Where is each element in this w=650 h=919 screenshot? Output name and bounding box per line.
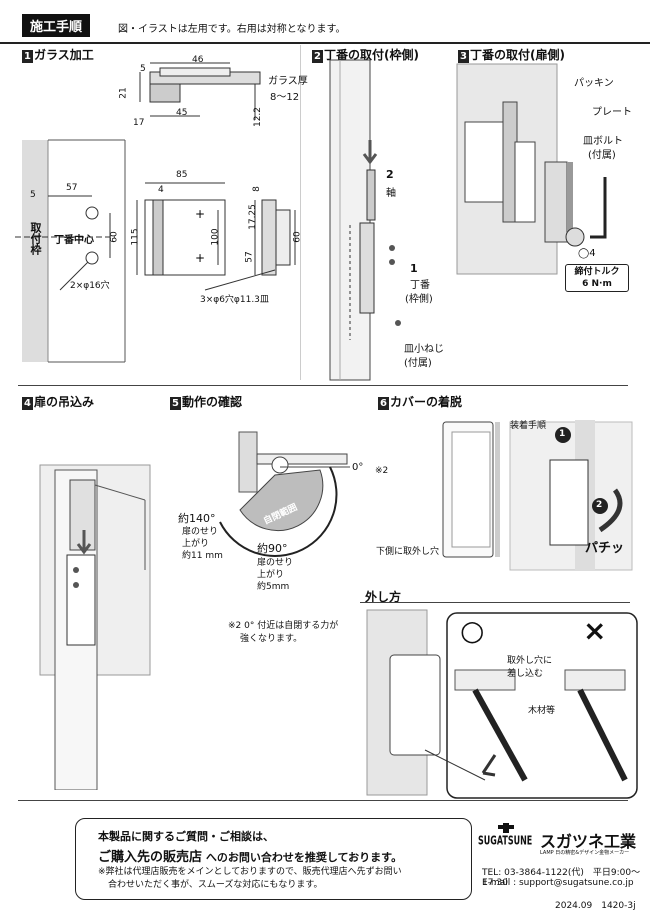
dim-12-2: 12.2 xyxy=(253,106,264,128)
hinge-label: 丁番 xyxy=(410,280,430,291)
footer-line4: 合わせいただく事が、スムーズな対応にもなります。 xyxy=(108,880,323,890)
hinge-step: 1 xyxy=(410,262,418,275)
hole-label: 2×φ16穴 xyxy=(70,281,110,291)
bolt-label: 皿ボルト xyxy=(583,136,623,147)
rise90-c: 約5mm xyxy=(257,582,290,592)
brand-logo xyxy=(484,823,528,849)
footer-line3: ※弊社は代理店販売をメインとしておりますので、販売代理店へ先ずお問い xyxy=(98,867,402,877)
contact-email: E-mail : support@sugatsune.co.jp xyxy=(482,878,634,888)
svg-text:+: + xyxy=(195,251,205,265)
footer-line2: ご購入先の販売店 へのお問い合わせを推奨しております。 xyxy=(98,846,402,865)
deg90: 約90° xyxy=(257,542,288,555)
door-side-drawing xyxy=(456,63,607,275)
company-name: スガツネ工業 xyxy=(540,832,637,851)
frame-side-drawing xyxy=(329,59,401,381)
glass-thickness-value: 8〜12 xyxy=(270,92,300,103)
footer-box xyxy=(75,818,472,900)
rise90-b: 上がり xyxy=(257,570,285,580)
removal-drawing xyxy=(366,609,638,799)
rise90-a: 扉のせり xyxy=(257,558,294,568)
install-label: 装着手順 xyxy=(510,421,547,431)
screw-label: 皿小ねじ xyxy=(404,344,444,355)
install-step-1: 1 xyxy=(559,429,566,439)
insert-a: 取外し穴に xyxy=(507,656,553,666)
zero-deg: 0° xyxy=(352,462,364,473)
section-divider xyxy=(18,385,628,386)
header-note: 図・イラストは左用です。右用は対称となります。 xyxy=(118,24,346,35)
note-ref: ※2 xyxy=(375,466,389,476)
page-title: 施工手順 xyxy=(22,14,91,37)
click-label: パチッ xyxy=(585,541,625,556)
header-bar xyxy=(0,0,650,44)
rise140-c: 約11 mm xyxy=(182,551,223,561)
hanging-drawing xyxy=(39,464,151,790)
removal-divider xyxy=(360,602,630,603)
insert-b: 差し込む xyxy=(507,669,544,679)
axis-step: 2 xyxy=(386,168,394,181)
footer-line2-rest: へのお問い合わせを推奨しております。 xyxy=(202,851,403,864)
screw-holes-label: 3×φ6穴φ11.3皿 xyxy=(200,295,269,305)
dim-100: 100 xyxy=(210,228,221,246)
torque-value: 6 N·m xyxy=(582,279,612,289)
dim-17-25: 17.25 xyxy=(247,204,258,230)
dim-57b: 57 xyxy=(244,251,255,263)
torque-box: 締付トルク 6 N·m xyxy=(565,264,629,292)
footer-line1: 本製品に関するご質問・ご相談は、 xyxy=(98,830,274,843)
hinge-sub: (枠側) xyxy=(405,294,433,305)
dim-8: 8 xyxy=(251,186,262,192)
frame-label: 取付枠 xyxy=(29,222,42,255)
glass-drawing: + + xyxy=(15,62,296,363)
contact-tel: TEL: 03-3864-1122(代) 平日9:00〜17:30 xyxy=(482,868,641,888)
dim-115: 115 xyxy=(130,228,141,246)
svg-text:+: + xyxy=(195,207,205,221)
doc-code: 2024.09 1420-3j xyxy=(555,901,636,911)
dim-4: 4 xyxy=(158,185,164,195)
hinge-center-label: 丁番中心 xyxy=(54,235,94,246)
dim-17: 17 xyxy=(133,118,145,128)
hex-size: ◯4 xyxy=(578,248,596,259)
footer-dealer: ご購入先の販売店 xyxy=(98,850,203,865)
cover-drawing xyxy=(442,420,633,571)
deg140: 約140° xyxy=(178,512,216,525)
dim-85: 85 xyxy=(176,170,188,180)
dim-5: 5 xyxy=(140,64,146,74)
section-divider xyxy=(18,800,628,801)
dim-5b: 5 xyxy=(30,190,36,200)
dim-45: 45 xyxy=(176,108,188,118)
dim-21: 21 xyxy=(118,87,129,99)
glass-thickness-label: ガラス厚 xyxy=(268,76,308,87)
brand-name: SUGATSUNE xyxy=(478,833,533,848)
dim-57: 57 xyxy=(66,183,78,193)
wood-label: 木材等 xyxy=(528,706,556,716)
dim-46: 46 xyxy=(192,55,204,65)
axis-label: 軸 xyxy=(386,188,396,199)
dim-60: 60 xyxy=(109,231,120,243)
ng-mark: × xyxy=(583,614,607,647)
bolt-sub: (付属) xyxy=(588,150,616,161)
rise140-a: 扉のせり xyxy=(182,527,219,537)
motion-note-a: ※2 0° 付近は自閉する力が xyxy=(228,621,339,631)
company-sub: LAMP 日の精密&デザイン金物メーカー xyxy=(540,850,630,856)
plate-label: プレート xyxy=(592,107,632,118)
removal-title: 外し方 xyxy=(365,590,402,604)
screw-sub: (付属) xyxy=(404,358,432,369)
rise140-b: 上がり xyxy=(182,539,210,549)
motion-note-b: 強くなります。 xyxy=(240,634,303,644)
ok-mark: ○ xyxy=(460,614,485,647)
packing-label: パッキン xyxy=(574,78,614,89)
install-step-2: 2 xyxy=(596,500,603,510)
hole-note: 下側に取外し穴 xyxy=(376,547,440,557)
torque-label: 締付トルク xyxy=(574,267,620,277)
motion-drawing xyxy=(219,431,350,557)
section-divider xyxy=(300,45,301,380)
